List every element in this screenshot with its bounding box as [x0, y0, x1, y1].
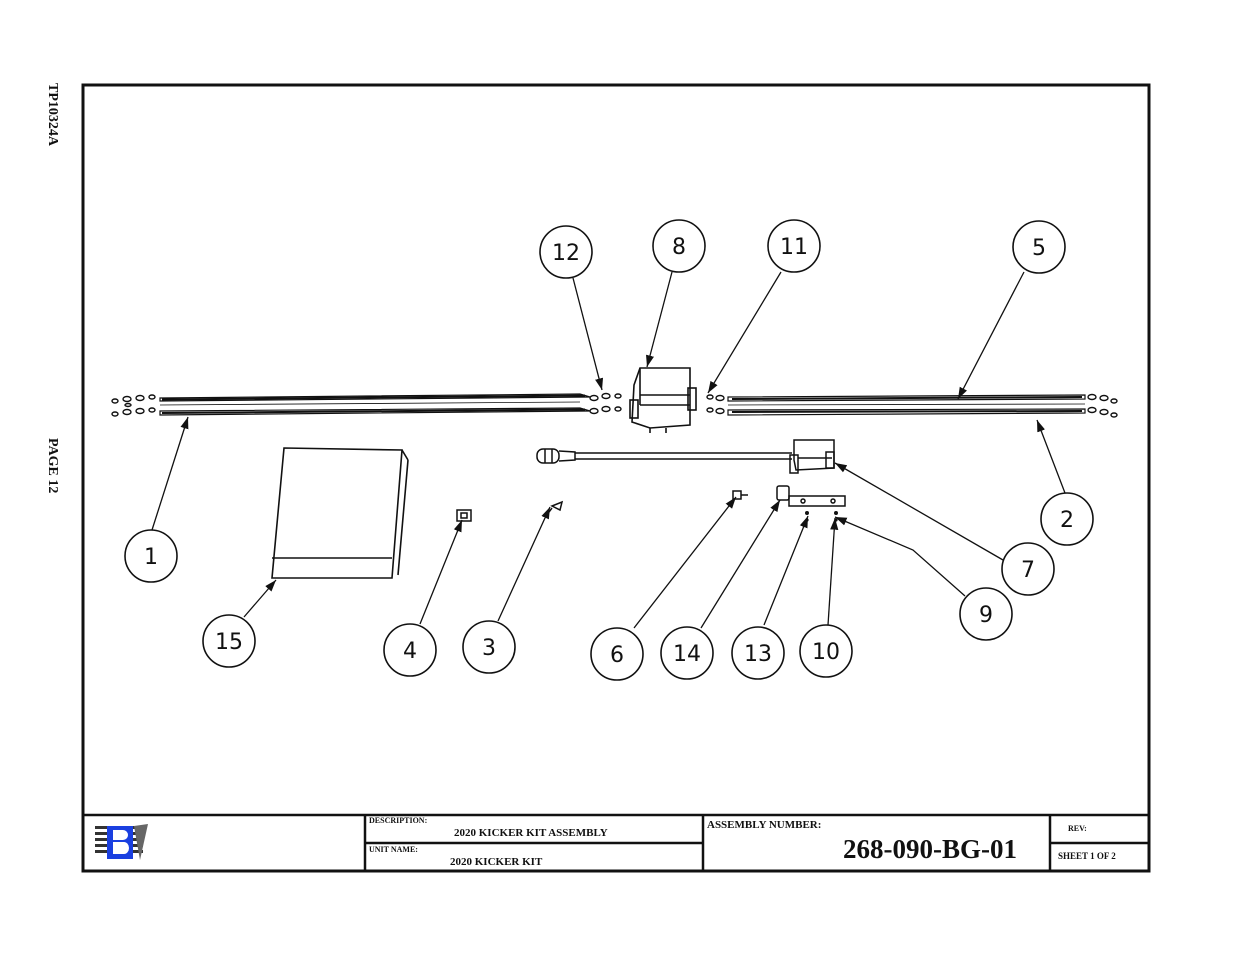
part-2-rod-lower-right	[727, 403, 1086, 416]
part-1-rod-left	[159, 393, 591, 416]
balloon-3: 3	[462, 620, 516, 674]
part-4-clip	[456, 509, 472, 522]
balloon-7-label: 7	[1021, 558, 1035, 583]
balloon-1: 1	[124, 529, 178, 583]
balloon-9-label: 9	[979, 603, 993, 628]
part-12-fitting	[589, 392, 622, 415]
rod-left-end-fittings	[111, 394, 156, 417]
sheet-number: SHEET 1 OF 2	[1058, 851, 1116, 861]
balloon-4: 4	[383, 623, 437, 677]
part-5-rod-upper-right	[727, 394, 1086, 402]
page-number: PAGE 12	[45, 438, 60, 494]
title-block	[83, 813, 1149, 871]
drawing-border	[81, 83, 1151, 873]
balloon-4-label: 4	[403, 639, 417, 664]
balloon-10-label: 10	[812, 640, 840, 665]
company-logo-icon	[95, 824, 148, 860]
part-7-cable-connector	[536, 439, 835, 474]
balloon-2-label: 2	[1060, 508, 1074, 533]
part-15-box	[271, 447, 409, 579]
balloon-6-label: 6	[610, 643, 624, 668]
assembly-number: 268-090-BG-01	[843, 834, 1017, 864]
rev-label: REV:	[1068, 824, 1087, 833]
assembly-number-label: ASSEMBLY NUMBER:	[707, 819, 822, 831]
balloon-11: 11	[767, 219, 821, 273]
balloon-13: 13	[731, 626, 785, 680]
leader-lines	[151, 271, 1066, 629]
unit-name-label: UNIT NAME:	[369, 845, 418, 854]
unit-name-value: 2020 KICKER KIT	[450, 856, 543, 868]
balloon-6: 6	[590, 627, 644, 681]
balloon-5: 5	[1012, 220, 1066, 274]
balloon-9: 9	[959, 587, 1013, 641]
balloon-2: 2	[1040, 492, 1094, 546]
description-label: DESCRIPTION:	[369, 816, 428, 825]
balloon-5-label: 5	[1032, 236, 1046, 261]
balloon-13-label: 13	[744, 642, 772, 667]
balloon-15: 15	[202, 614, 256, 668]
balloon-3-label: 3	[482, 636, 496, 661]
balloon-7: 7	[1001, 542, 1055, 596]
balloon-10: 10	[799, 624, 853, 678]
balloon-14-label: 14	[673, 642, 701, 667]
part-11-fitting	[706, 394, 725, 415]
part-14-bracket	[776, 485, 846, 507]
balloon-15-label: 15	[215, 630, 243, 655]
part-8-actuator	[629, 367, 697, 433]
balloon-14: 14	[660, 626, 714, 680]
document-code: TP10324A	[45, 83, 60, 146]
balloon-8: 8	[652, 219, 706, 273]
balloon-8-label: 8	[672, 235, 686, 260]
balloon-11-label: 11	[780, 235, 808, 260]
description-value: 2020 KICKER KIT ASSEMBLY	[454, 827, 608, 839]
balloon-12-label: 12	[552, 241, 580, 266]
balloon-1-label: 1	[144, 545, 158, 570]
balloon-12: 12	[539, 225, 593, 279]
rod-right-end-fittings	[1087, 393, 1118, 418]
part-6-bolt	[732, 490, 748, 500]
